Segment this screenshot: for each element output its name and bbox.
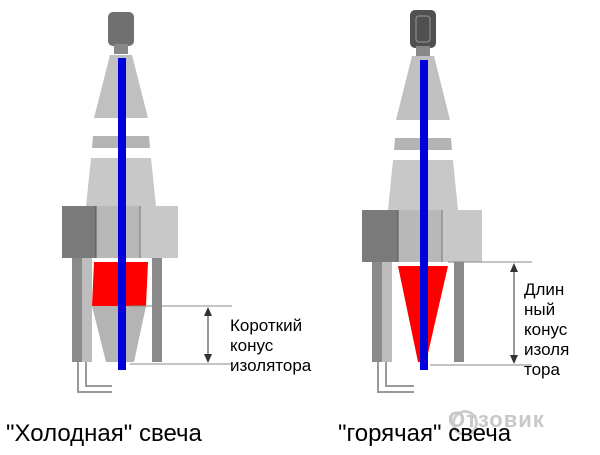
right-annotation-line: ный: [524, 300, 556, 319]
left-body-wall-left-inner: [82, 258, 92, 362]
right-ground-electrode: [377, 362, 414, 393]
watermark: Отзовик: [448, 407, 545, 432]
left-body-wall-right: [152, 258, 162, 362]
right-hex-right: [442, 210, 482, 262]
right-body-wall-left-inner: [382, 262, 392, 362]
right-body-wall-right: [454, 262, 464, 362]
right-caption: "горячая" свеча: [338, 420, 512, 447]
right-annotation-line: Длин: [524, 280, 565, 299]
hot-spark-plug: [362, 10, 532, 393]
right-terminal-stem: [416, 46, 430, 56]
left-terminal-stem: [114, 44, 128, 54]
left-caption: "Холодная" свеча: [6, 420, 202, 447]
left-dim-arrow-up: [204, 307, 212, 316]
right-ground-electrode-inner: [385, 362, 414, 387]
left-annotation: Короткий конус изолятора: [230, 316, 311, 376]
cold-spark-plug: [62, 12, 232, 393]
right-annotation-line: тора: [524, 360, 560, 379]
right-annotation-line: изоля: [524, 340, 570, 359]
right-dim-arrow-up: [510, 263, 518, 272]
left-hex-left: [62, 206, 96, 258]
right-terminal-highlight: [415, 15, 431, 43]
left-dim-arrow-down: [204, 354, 212, 363]
right-hex-left: [362, 210, 398, 262]
right-annotation-line: конус: [524, 320, 568, 339]
left-annotation-line: изолятора: [230, 356, 312, 375]
right-center-electrode: [420, 60, 428, 370]
left-hex-right: [140, 206, 178, 258]
right-dim-arrow-down: [510, 355, 518, 364]
left-ground-electrode-inner: [85, 362, 112, 387]
left-annotation-line: конус: [230, 336, 274, 355]
left-annotation-line: Короткий: [230, 316, 303, 335]
left-ground-electrode: [77, 362, 112, 393]
left-body-wall-left: [72, 258, 82, 362]
otzovik-logo-icon: [452, 410, 478, 436]
left-terminal: [108, 12, 134, 46]
right-body-wall-left: [372, 262, 382, 362]
left-center-electrode: [118, 58, 126, 370]
right-annotation: Длин ный конус изоля тора: [524, 280, 569, 380]
